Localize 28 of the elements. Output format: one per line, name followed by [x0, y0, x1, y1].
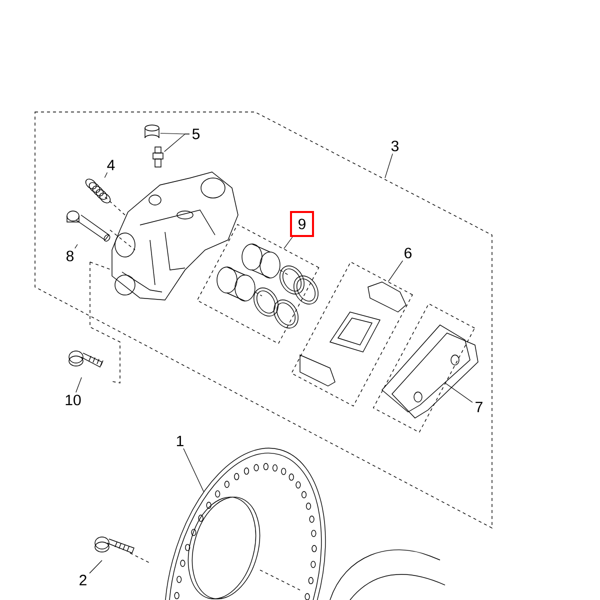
callout-number: 3	[391, 140, 399, 152]
callout-number: 7	[476, 402, 482, 412]
callout-number: 10	[66, 394, 81, 406]
callout-number: 9	[290, 211, 314, 237]
leader-line	[89, 560, 102, 574]
leader-line	[445, 383, 473, 403]
bolt-drawing	[68, 350, 104, 368]
leader-line	[384, 153, 393, 178]
leader-line	[284, 236, 293, 249]
callout-number: 8	[66, 250, 74, 262]
leader-line	[164, 134, 190, 152]
leader-line	[74, 244, 78, 249]
callout-number: 5	[192, 128, 200, 140]
callout-number: 6	[404, 248, 412, 258]
group-outline	[372, 303, 476, 433]
leader-line	[104, 172, 108, 178]
leader-line	[388, 260, 403, 282]
callout-number: 2	[80, 574, 86, 586]
leader-line	[76, 377, 82, 393]
bolt-drawing	[94, 536, 134, 554]
brake-disc-drawing	[164, 448, 326, 600]
leader-line	[183, 448, 204, 492]
pin-bolt-drawing	[66, 210, 110, 242]
boot-drawing	[85, 178, 111, 204]
cap-drawing	[144, 124, 160, 138]
callout-number: 1	[176, 436, 184, 446]
bleed-screw-drawing	[152, 146, 164, 168]
callout-number: 4	[107, 160, 115, 170]
